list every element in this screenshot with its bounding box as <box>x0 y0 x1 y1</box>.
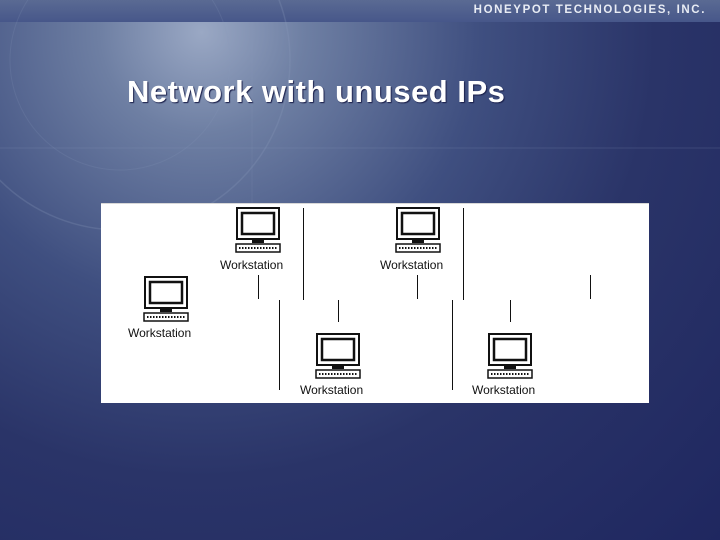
network-line <box>590 275 591 299</box>
workstation-computer-icon[interactable] <box>314 333 362 379</box>
header-bar: HONEYPOT TECHNOLOGIES, INC. <box>0 0 720 22</box>
network-line <box>452 300 453 390</box>
slide-title: Network with unused IPs <box>127 74 506 109</box>
workstation-label: Workstation <box>220 258 284 272</box>
network-line <box>417 275 418 299</box>
workstation-computer-icon[interactable] <box>486 333 534 379</box>
company-brand: HONEYPOT TECHNOLOGIES, INC. <box>473 4 706 16</box>
network-diagram: Workstation Workstation Workstation <box>101 203 649 403</box>
workstation-label: Workstation <box>128 326 192 340</box>
network-line <box>338 300 339 322</box>
workstation-computer-icon[interactable] <box>234 207 282 253</box>
workstation-label: Workstation <box>300 383 364 397</box>
network-line <box>303 208 304 300</box>
network-line <box>463 208 464 300</box>
network-line <box>279 300 280 390</box>
workstation-computer-icon[interactable] <box>142 276 190 322</box>
network-line <box>258 275 259 299</box>
workstation-label: Workstation <box>472 383 536 397</box>
network-line <box>510 300 511 322</box>
workstation-computer-icon[interactable] <box>394 207 442 253</box>
workstation-label: Workstation <box>380 258 444 272</box>
